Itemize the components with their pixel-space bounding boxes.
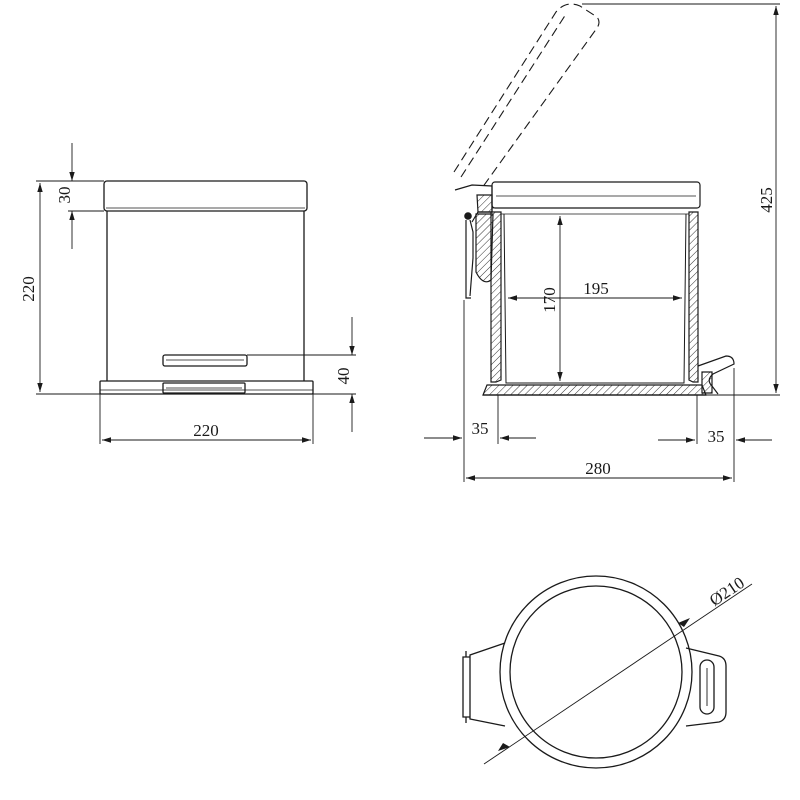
hinge-pivot xyxy=(464,212,472,220)
side-dimensions xyxy=(424,3,780,482)
front-base xyxy=(99,380,314,395)
front-pedal-slot xyxy=(162,354,248,367)
top-pedal xyxy=(685,647,727,727)
side-open-height-label: 425 xyxy=(757,187,776,213)
side-floor xyxy=(482,384,707,396)
top-dimensions xyxy=(483,583,753,765)
hinge-hatch xyxy=(476,194,493,213)
top-diameter-label: Ø210 xyxy=(706,573,748,610)
inner-bucket xyxy=(503,213,687,384)
front-view xyxy=(99,180,314,395)
side-depth-label: 280 xyxy=(585,459,611,478)
side-pedal-offset-label: 35 xyxy=(708,427,725,446)
side-wall-right xyxy=(688,211,699,383)
front-pedal xyxy=(162,382,246,394)
top-inner-rim xyxy=(509,585,683,759)
side-inner-height-label: 170 xyxy=(540,287,559,313)
rear-bracket xyxy=(469,219,474,297)
side-rear-offset-label: 35 xyxy=(472,419,489,438)
front-pedal-height-label: 40 xyxy=(334,368,353,385)
front-width-label: 220 xyxy=(193,421,219,440)
top-outer-rim xyxy=(499,575,693,769)
front-lid xyxy=(103,180,308,212)
side-lid xyxy=(491,181,701,209)
side-wall-left xyxy=(490,211,502,383)
top-view xyxy=(462,575,727,769)
front-height-label: 220 xyxy=(19,276,38,302)
side-inner-width-label: 195 xyxy=(583,279,609,298)
front-dimensions xyxy=(36,143,356,444)
side-view xyxy=(453,3,735,396)
top-hinge xyxy=(462,642,506,727)
open-lid-dashed xyxy=(453,3,600,189)
front-lid-height-label: 30 xyxy=(55,187,74,204)
